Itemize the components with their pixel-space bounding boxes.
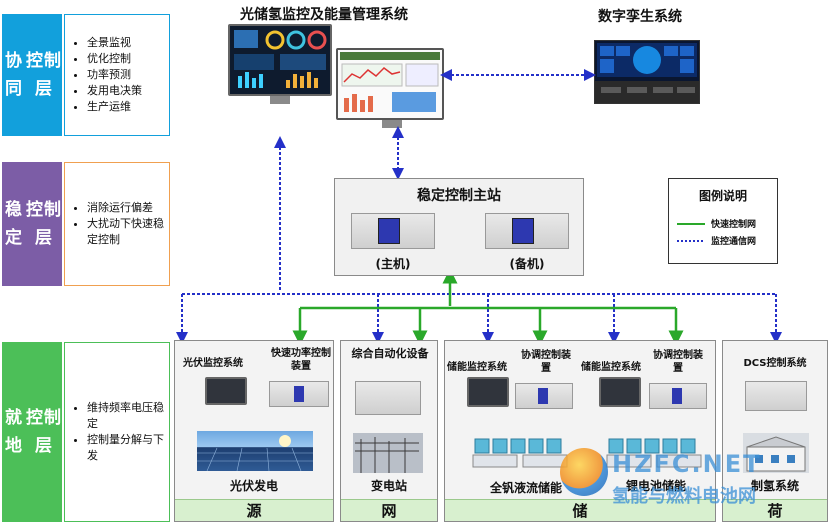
substation-image — [353, 433, 423, 473]
legend: 图例说明 快速控制网 监控通信网 — [668, 178, 778, 264]
vanadium-caption: 全钒液流储能 — [489, 481, 562, 495]
watermark-line2: 氢能与燃料电池网 — [612, 486, 756, 507]
grid-foot: 网 — [341, 499, 437, 521]
load-panel: DCS控制系统 制氢系统 荷 — [722, 340, 828, 522]
storage-panel: 储能监控系统 协调控制装置 储能监控系统 协调控制装置 全钒液流储能 锂电池储能… — [444, 340, 716, 522]
storage-monitor-screen-1 — [467, 377, 509, 407]
stability-master-station: 稳定控制主站 (主机) (备机) — [334, 178, 584, 276]
hydrogen-plant-image — [743, 433, 809, 473]
station-title: 稳定控制主站 — [417, 188, 501, 204]
layer-function-item: 消除运行偏差 — [87, 200, 169, 216]
layer-tag-local: 就地控制层 — [2, 342, 62, 522]
pv-monitor-label: 光伏监控系统 — [183, 358, 243, 369]
ems-monitor-left-stand — [270, 96, 290, 104]
layer-function-item: 优化控制 — [87, 51, 142, 67]
twin-title: 数字孪生系统 — [598, 9, 682, 25]
storage-monitor-label-2: 储能监控系统 — [581, 362, 641, 373]
main-host-device — [351, 213, 435, 249]
pv-monitor-screen — [205, 377, 247, 405]
storage-monitor-label-1: 储能监控系统 — [447, 362, 507, 373]
load-foot: 荷 — [723, 499, 827, 521]
main-host-label: (主机) — [375, 257, 411, 271]
pv-caption: 光伏发电 — [229, 479, 278, 493]
layer-box-stability: 消除运行偏差大扰动下快速稳定控制 — [64, 162, 170, 286]
source-panel: 光伏监控系统 快速功率控制装置 光伏发电 源 — [174, 340, 334, 522]
dcs-cabinet — [745, 381, 807, 411]
coord-control-label-1: 协调控制装置 — [521, 350, 571, 374]
legend-title: 图例说明 — [698, 189, 747, 203]
coord-device-1 — [515, 383, 573, 409]
backup-host-device — [485, 213, 569, 249]
backup-host-label: (备机) — [509, 257, 545, 271]
layer-name-line: 协同 — [5, 51, 23, 99]
layer-box-coordination: 全景监视优化控制功率预测发用电决策生产运维 — [64, 14, 170, 136]
source-foot: 源 — [175, 499, 333, 521]
layer-name-line: 控制层 — [26, 51, 62, 99]
auto-device-label: 综合自动化设备 — [351, 347, 429, 360]
dcs-label: DCS控制系统 — [743, 358, 807, 369]
legend-fast-label: 快速控制网 — [711, 220, 757, 230]
hydrogen-caption: 制氢系统 — [750, 479, 799, 493]
ems-monitor-right — [336, 48, 444, 120]
storage-monitor-screen-2 — [599, 377, 641, 407]
legend-monitor-label: 监控通信网 — [711, 237, 757, 247]
auto-device-cabinet — [355, 381, 421, 415]
watermark-logo — [560, 448, 608, 496]
layer-function-item: 控制量分解与下发 — [87, 432, 169, 464]
lithium-battery-image — [605, 431, 705, 471]
layer-function-item: 大扰动下快速稳定控制 — [87, 216, 169, 248]
ems-monitor-right-stand — [382, 120, 402, 128]
layer-function-item: 维持频率电压稳定 — [87, 400, 169, 432]
layer-name-line: 控制层 — [26, 408, 62, 456]
watermark-line1: HZFC.NET — [612, 450, 762, 478]
layer-name-line: 控制层 — [26, 200, 62, 248]
layer-name-line: 就地 — [5, 408, 23, 456]
layer-name-line: 稳定 — [5, 200, 23, 248]
lithium-caption: 锂电池储能 — [625, 479, 686, 493]
coord-device-2 — [649, 383, 707, 409]
vanadium-flow-battery-image — [471, 431, 571, 471]
twin-control-room-image — [594, 40, 700, 104]
fast-power-device — [269, 381, 329, 407]
coord-control-label-2: 协调控制装置 — [653, 350, 703, 374]
layer-box-local: 维持频率电压稳定控制量分解与下发 — [64, 342, 170, 522]
pv-array-image — [197, 431, 313, 472]
substation-caption: 变电站 — [370, 479, 407, 493]
storage-foot: 储 — [445, 499, 715, 521]
layer-function-item: 发用电决策 — [87, 83, 142, 99]
ems-monitor-left — [228, 24, 332, 96]
layer-function-item: 全景监视 — [87, 35, 142, 51]
layer-function-item: 功率预测 — [87, 67, 142, 83]
ems-title: 光储氢监控及能量管理系统 — [240, 7, 408, 23]
layer-tag-stability: 稳定控制层 — [2, 162, 62, 286]
layer-tag-coordination: 协同控制层 — [2, 14, 62, 136]
fast-power-label: 快速功率控制装置 — [271, 348, 331, 372]
grid-panel: 综合自动化设备 变电站 网 — [340, 340, 438, 522]
layer-function-item: 生产运维 — [87, 99, 142, 115]
